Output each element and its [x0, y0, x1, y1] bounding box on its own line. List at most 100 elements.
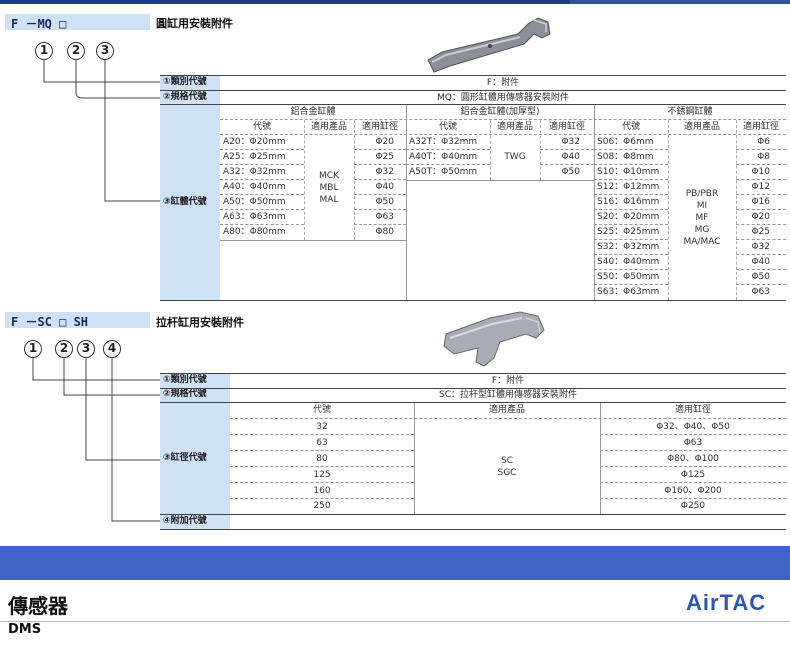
alu-header-bore: 適用缸徑	[361, 122, 398, 132]
sc-circle-4: 4	[103, 340, 121, 358]
sc-product: SGC	[497, 468, 517, 478]
alu-code: A25：Φ25mm	[223, 152, 286, 162]
thick-bore: Φ50	[561, 167, 580, 177]
alu-bore: Φ50	[375, 197, 394, 207]
ss-code: S40：Φ40mm	[597, 257, 660, 267]
alu-bore: Φ80	[375, 227, 394, 237]
sc-bore: Φ63	[683, 438, 703, 448]
alu-code: A50：Φ50mm	[223, 197, 286, 207]
sc-header-bore: 適用缸徑	[674, 405, 711, 415]
thick-code: A40T：Φ40mm	[409, 152, 478, 162]
thick-header-code: 代號	[438, 122, 457, 132]
mq-connector-lines	[43, 60, 160, 202]
mq-circle-2: 2	[67, 42, 85, 60]
sc-type-value: F：附件	[491, 376, 525, 386]
ss-bore: Φ63	[751, 287, 770, 297]
mq-section-title: 圓缸用安裝附件	[156, 17, 233, 30]
ss-header-code: 代號	[621, 122, 640, 132]
sc-spec-value: SC：拉杆型缸體用傳感器安裝附件	[439, 390, 577, 400]
sc-bore: Φ80、Φ100	[667, 454, 719, 464]
ss-bore: Φ50	[751, 272, 770, 282]
thick-product: TWG	[504, 152, 526, 162]
ss-product: MA/MAC	[683, 237, 721, 247]
sc-code: 160	[313, 486, 331, 496]
alu-bore: Φ20	[375, 137, 394, 147]
sc-label-type: ①類別代號	[160, 374, 230, 388]
footer-blue-band	[0, 546, 790, 580]
mq-circle-3: 3	[96, 42, 114, 60]
alu-code: A20：Φ20mm	[223, 137, 286, 147]
ss-code: S32：Φ32mm	[597, 242, 660, 252]
sc-header-product: 適用產品	[488, 405, 525, 415]
model-label: DMS	[8, 622, 42, 637]
sc-code: 80	[316, 454, 328, 464]
thick-header-product: 適用產品	[496, 122, 533, 132]
group-aluminum-thick: 鋁合金缸體(加厚型)	[460, 107, 540, 117]
sc-bore: Φ125	[680, 470, 706, 480]
thick-bore: Φ32	[561, 137, 580, 147]
mq-type-value: F：附件	[486, 78, 520, 88]
alu-bore: Φ63	[375, 212, 394, 222]
sc-bore: Φ250	[680, 501, 706, 511]
group-aluminum: 鋁合金缸體	[290, 107, 336, 117]
sc-header-code: 代號	[312, 405, 331, 415]
mq-label-type: ①類別代號	[160, 76, 220, 90]
thick-code: A32T：Φ32mm	[409, 137, 478, 147]
alu-product: MBL	[319, 183, 339, 193]
ss-header-bore: 適用缸徑	[742, 122, 779, 132]
alu-header-code: 代號	[252, 122, 271, 132]
thick-header-bore: 適用缸徑	[548, 122, 585, 132]
sc-code: 63	[316, 438, 328, 448]
alu-code: A32：Φ32mm	[223, 167, 286, 177]
ss-product: MF	[695, 213, 709, 223]
ss-bore: Φ12	[751, 182, 770, 192]
ss-product: MG	[694, 225, 710, 235]
sc-model-code: F －SC □ SH	[5, 312, 150, 329]
top-accent-bar-dark	[0, 0, 570, 4]
alu-product: MAL	[319, 195, 339, 205]
ss-code: S25：Φ25mm	[597, 227, 660, 237]
category-title: 傳感器	[8, 594, 68, 618]
ss-code: S10：Φ10mm	[597, 167, 660, 177]
footer-divider	[0, 621, 790, 622]
ss-product: PB/PBR	[685, 189, 719, 199]
sc-code: 32	[316, 422, 328, 432]
mq-label-spec: ②規格代號	[160, 91, 220, 105]
thick-bore: Φ40	[561, 152, 580, 162]
sc-circle-3: 3	[77, 340, 95, 358]
alu-bore: Φ25	[375, 152, 394, 162]
ss-code: S20：Φ20mm	[597, 212, 660, 222]
ss-bore: Φ16	[751, 197, 770, 207]
ss-bore: Φ40	[751, 257, 770, 267]
ss-code: S08：Φ8mm	[597, 152, 654, 162]
sc-section-title: 拉杆缸用安裝附件	[156, 316, 244, 329]
ss-code: S50：Φ50mm	[597, 272, 660, 282]
alu-code: A80：Φ80mm	[223, 227, 286, 237]
mq-label-body: ③缸體代號	[160, 105, 220, 300]
ss-bore: Φ8	[757, 152, 770, 162]
ss-product: MI	[696, 201, 708, 211]
ss-bore: Φ20	[751, 212, 770, 222]
tie-rod-bracket-image	[443, 311, 545, 367]
sc-code: 250	[313, 501, 331, 511]
mq-model-code: F －MQ □	[5, 14, 150, 31]
sc-label-spec: ②規格代號	[160, 388, 230, 402]
alu-code: A63：Φ63mm	[223, 212, 286, 222]
ss-code: S63：Φ63mm	[597, 287, 660, 297]
sc-product: SC	[501, 456, 513, 466]
ss-code: S06：Φ6mm	[597, 137, 654, 147]
sc-bore: Φ32、Φ40、Φ50	[656, 422, 730, 432]
mq-spec-value: MQ：圓形缸體用傳感器安裝附件	[437, 93, 569, 103]
ss-bore: Φ25	[751, 227, 770, 237]
alu-code: A40：Φ40mm	[223, 182, 286, 192]
thick-code: A50T：Φ50mm	[409, 167, 478, 177]
brand-logo: AirTAC	[686, 590, 767, 615]
sc-code: 125	[313, 470, 331, 480]
sc-bore: Φ160、Φ200	[664, 486, 722, 496]
ss-bore: Φ10	[751, 167, 770, 177]
sc-label-extra: ④附加代號	[160, 515, 230, 529]
mq-circle-1: 1	[35, 42, 53, 60]
alu-bore: Φ40	[375, 182, 394, 192]
ss-bore: Φ6	[757, 137, 770, 147]
sc-connector-lines	[32, 358, 160, 522]
